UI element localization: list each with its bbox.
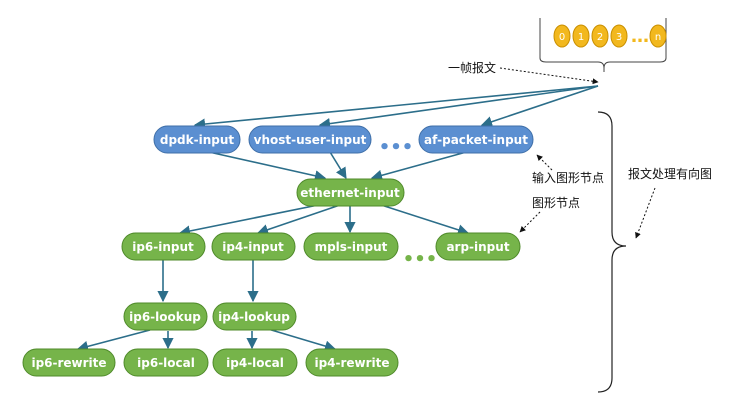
graph-node-annotation: 图形节点	[532, 196, 580, 210]
packet-cell: 2	[591, 24, 609, 48]
node-af-packet-input[interactable]: af-packet-input	[418, 125, 534, 154]
node-mpls-input[interactable]: mpls-input	[303, 232, 399, 261]
edge	[318, 85, 599, 130]
node-ip6-lookup[interactable]: ip6-lookup	[123, 302, 208, 331]
frame-annotation-arrow	[499, 67, 599, 85]
input-nodes-ellipsis: •••	[379, 137, 414, 158]
packet-ellipsis: …	[631, 26, 649, 47]
directed-graph-annotation: 报文处理有向图	[628, 166, 712, 181]
node-ip4-input[interactable]: ip4-input	[211, 232, 296, 261]
packet-cell: 3	[610, 24, 628, 48]
node-label: dpdk-input	[160, 133, 235, 147]
frame-annotation: 一帧报文	[448, 60, 496, 75]
graph-edges	[76, 149, 471, 352]
packet-cell: 1	[572, 24, 590, 48]
node-ip6-rewrite[interactable]: ip6-rewrite	[22, 348, 116, 377]
edge	[256, 204, 341, 236]
node-ip4-rewrite[interactable]: ip4-rewrite	[305, 348, 399, 377]
node-label: arp-input	[446, 240, 509, 254]
node-label: ip4-input	[222, 240, 284, 254]
packet-queue: 0 1 2 3 … n	[539, 18, 667, 72]
node-ethernet-input[interactable]: ethernet-input	[296, 178, 405, 207]
packet-label: n	[655, 32, 661, 43]
node-arp-input[interactable]: arp-input	[435, 232, 521, 261]
edge	[178, 202, 329, 237]
node-ip6-input[interactable]: ip6-input	[121, 232, 206, 261]
node-label: ip6-local	[137, 356, 195, 370]
edge	[267, 328, 337, 352]
source-edges	[193, 85, 599, 130]
node-label: ip4-lookup	[218, 310, 290, 324]
directed-graph-annotation-arrow	[635, 187, 656, 239]
node-ip4-local[interactable]: ip4-local	[212, 348, 298, 377]
node-label: vhost-user-input	[254, 133, 367, 147]
edge	[199, 149, 327, 182]
node-label: ip4-local	[226, 356, 284, 370]
packet-label: 3	[616, 32, 622, 43]
input-node-annotation-arrow	[536, 154, 553, 171]
node-vhost-user-input[interactable]: vhost-user-input	[248, 125, 372, 154]
graph-node-annotation-arrow	[519, 211, 541, 233]
edge	[193, 85, 599, 130]
node-label: ip6-rewrite	[31, 356, 106, 370]
edge	[76, 329, 151, 352]
packet-cell: 0	[553, 24, 571, 48]
node-label: mpls-input	[315, 240, 388, 254]
graph-nodes: ethernet-input ip6-input ip4-input mpls-…	[22, 178, 521, 377]
edge	[329, 151, 347, 179]
packet-queue-bracket-icon	[539, 18, 667, 72]
input-node-annotation: 输入图形节点	[532, 170, 604, 185]
node-ip4-lookup[interactable]: ip4-lookup	[212, 302, 297, 331]
edge	[480, 85, 599, 128]
right-curly-brace-icon	[597, 111, 627, 393]
node-ip6-local[interactable]: ip6-local	[123, 348, 209, 377]
node-label: ethernet-input	[300, 186, 400, 200]
packet-label: 0	[559, 32, 565, 43]
node-label: ip6-input	[132, 240, 194, 254]
node-label: ip6-lookup	[129, 310, 201, 324]
node-label: ip4-rewrite	[314, 356, 389, 370]
packet-label: 2	[597, 32, 603, 43]
packet-cell: n	[649, 24, 667, 48]
edge	[370, 150, 471, 181]
graph-nodes-ellipsis: •••	[403, 249, 438, 270]
node-dpdk-input[interactable]: dpdk-input	[153, 125, 241, 154]
input-nodes: dpdk-input vhost-user-input ••• af-packe…	[153, 125, 534, 158]
edge	[374, 202, 470, 236]
packet-label: 1	[578, 32, 584, 43]
node-label: af-packet-input	[424, 133, 528, 147]
